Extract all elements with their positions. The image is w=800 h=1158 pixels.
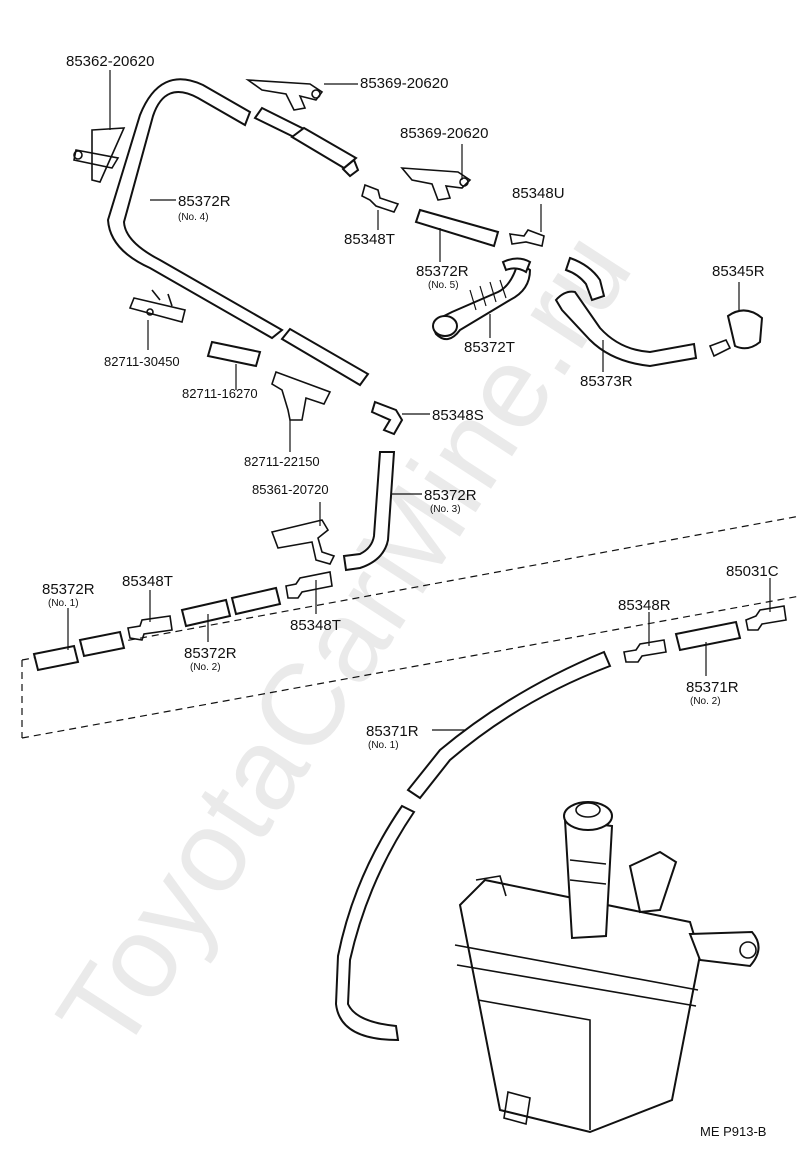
clamp-85369-mid [400,167,472,201]
connector-85031c [745,605,787,631]
label-85371r-no1: 85371R [366,723,419,740]
nozzle-85345r [708,309,764,358]
label-85372r-no2-sub: (No. 2) [190,662,221,673]
connector-85348t-left [127,615,173,641]
clip-82711-30450 [128,289,186,323]
label-85373r: 85373R [580,373,633,390]
label-85031c: 85031C [726,563,779,580]
label-85348t-upper: 85348T [344,231,395,248]
hose-85371r-no1 [334,650,612,1042]
hose-85372r-no2 [180,586,282,628]
label-85361-20720: 85361-20720 [252,482,329,497]
label-85372r-no5: 85372R [416,263,469,280]
label-85348s: 85348S [432,407,484,424]
figure-reference: ME P913-B [700,1124,766,1139]
clamp-85369-top [245,79,324,111]
label-85372r-no3: 85372R [424,487,477,504]
clip-82711-22150 [271,370,332,421]
hose-85372r-no3 [342,451,396,572]
hose-85372t [432,257,532,341]
label-85371r-no2-sub: (No. 2) [690,696,721,707]
part-labels: 85362-20620 85369-20620 85369-20620 8537… [42,53,779,1139]
label-85348r: 85348R [618,597,671,614]
label-82711-16270: 82711-16270 [182,386,258,401]
connector-85348r [623,639,667,663]
hose-85372r-no1 [32,630,126,672]
label-85372r-no3-sub: (No. 3) [430,504,461,515]
label-85348t-left: 85348T [122,573,173,590]
label-85372r-no2: 85372R [184,645,237,662]
label-85348u: 85348U [512,185,565,202]
hose-85371r-no2 [674,620,742,652]
clamp-85361 [270,519,336,565]
label-85362-20620: 85362-20620 [66,53,154,70]
label-85369-20620-top: 85369-20620 [360,75,448,92]
connector-85348t-right [285,571,333,599]
label-85372r-no1-sub: (No. 1) [48,598,79,609]
hose-85372r-no5 [414,208,545,248]
hose-85373r [554,256,698,368]
label-85372t: 85372T [464,339,515,356]
label-82711-30450: 82711-30450 [104,354,180,369]
dashed-assembly-boundary [21,515,800,739]
clamp-85362 [73,127,126,183]
leader-lines [67,70,771,731]
label-85371r-no1-sub: (No. 1) [368,740,399,751]
label-85372r-no4: 85372R [178,193,231,210]
connector-85348t-upper [361,183,400,213]
label-85371r-no2: 85371R [686,679,739,696]
clip-82711-16270 [206,340,262,368]
label-85372r-no1: 85372R [42,581,95,598]
washer-tank [454,801,760,1134]
connector-85348s [370,400,404,436]
label-82711-22150: 82711-22150 [244,454,320,469]
label-85369-20620-mid: 85369-20620 [400,125,488,142]
hose-85372r-no4 [106,78,370,387]
label-85372r-no4-sub: (No. 4) [178,212,209,223]
label-85372r-no5-sub: (No. 5) [428,280,459,291]
label-85348t-right: 85348T [290,617,341,634]
label-85345r: 85345R [712,263,765,280]
